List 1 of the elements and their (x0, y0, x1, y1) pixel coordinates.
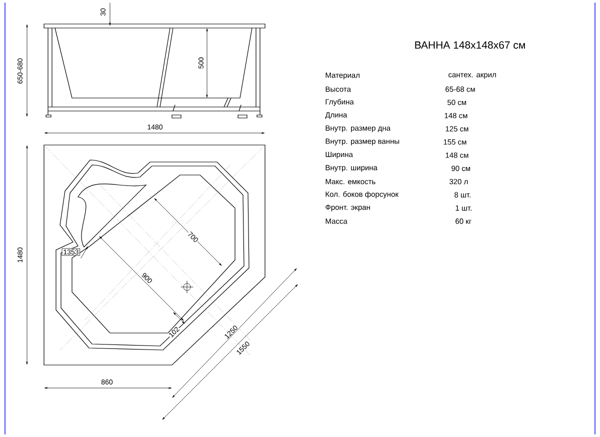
title: ВАННА 148x148x67 см (415, 41, 525, 49)
